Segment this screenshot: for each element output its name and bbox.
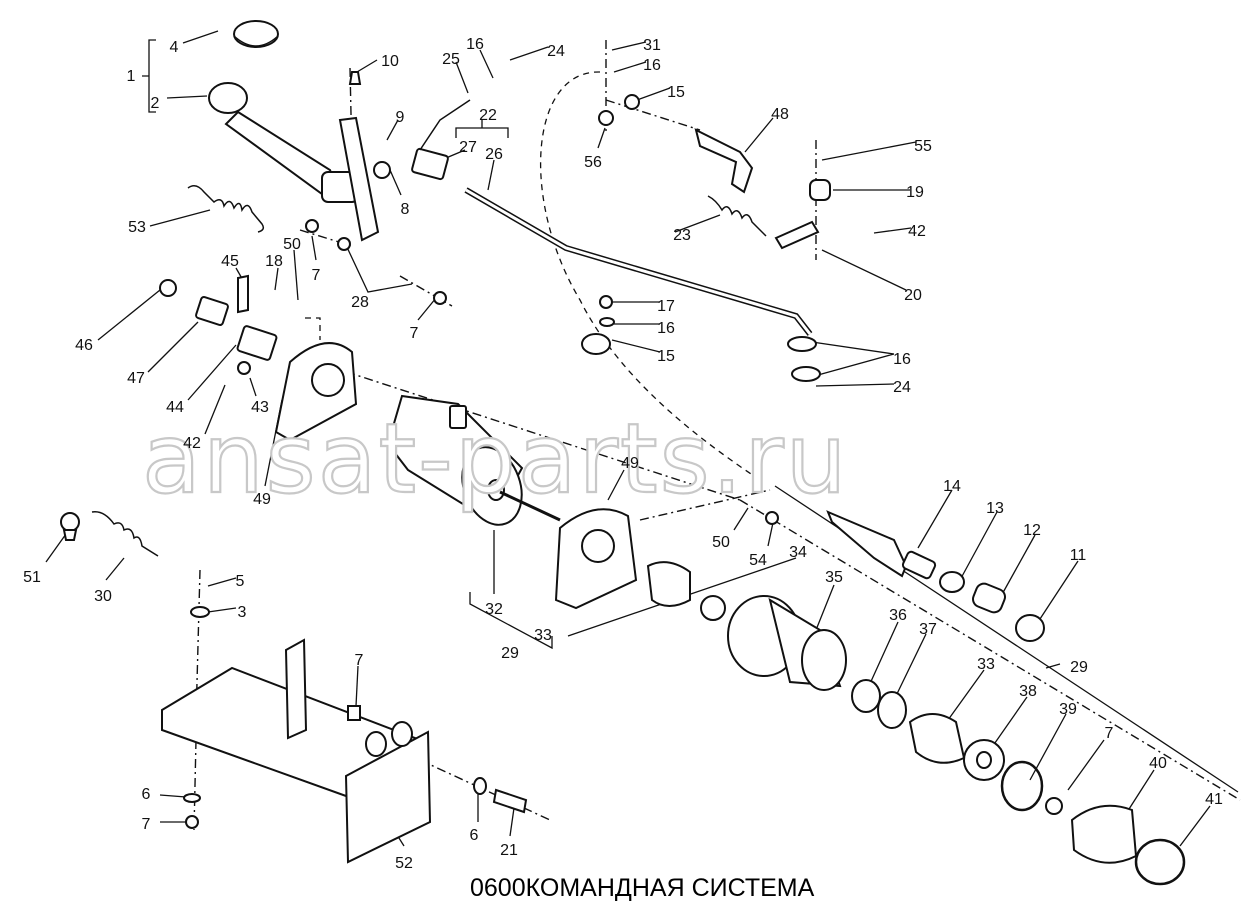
callout-c21: 21 (500, 842, 518, 859)
callout-c38: 38 (1019, 683, 1037, 700)
callout-c15a: 15 (667, 84, 685, 101)
callout-c3: 3 (238, 604, 247, 621)
callout-c16d: 16 (893, 351, 911, 368)
callout-c42a: 42 (908, 223, 926, 240)
callout-c29a: 29 (501, 645, 519, 662)
callout-c54: 54 (749, 552, 767, 569)
callout-c37: 37 (919, 621, 937, 638)
callout-c44: 44 (166, 399, 184, 416)
spring-part (187, 185, 265, 233)
swivel-part (809, 179, 831, 201)
callout-c24a: 24 (547, 43, 565, 60)
callout-c36: 36 (889, 607, 907, 624)
callout-c14: 14 (943, 478, 961, 495)
callout-c2: 2 (151, 95, 160, 112)
base-plate-part (161, 638, 432, 864)
callout-c41: 41 (1205, 791, 1223, 808)
callout-c16a: 16 (466, 36, 484, 53)
callout-c9: 9 (396, 109, 405, 126)
callout-c23: 23 (673, 227, 691, 244)
page-title: 0600КОМАНДНАЯ СИСТЕМА (470, 874, 814, 903)
control-lever-part (208, 82, 391, 242)
callout-c8: 8 (401, 201, 410, 218)
callout-c20: 20 (904, 287, 922, 304)
cylinder-housing-part (727, 595, 847, 691)
bolt-part (348, 71, 362, 85)
callout-c52: 52 (395, 855, 413, 872)
callout-c49a: 49 (253, 491, 271, 508)
callout-c35: 35 (825, 569, 843, 586)
callout-c39: 39 (1059, 701, 1077, 718)
callout-c25: 25 (442, 51, 460, 68)
section-code: 0600 (470, 874, 526, 902)
callout-c56: 56 (584, 154, 602, 171)
callout-c30: 30 (94, 588, 112, 605)
callout-c6a: 6 (142, 786, 151, 803)
callout-c47: 47 (127, 370, 145, 387)
knob-cap-part (233, 20, 279, 48)
callout-c51: 51 (23, 569, 41, 586)
callout-c33b: 33 (977, 656, 995, 673)
cable-end-part (694, 128, 754, 194)
section-title: КОМАНДНАЯ СИСТЕМА (525, 874, 815, 902)
actuator-motor-part (386, 394, 561, 526)
callout-c34: 34 (789, 544, 807, 561)
callout-c48: 48 (771, 106, 789, 123)
callout-c16b: 16 (643, 57, 661, 74)
callout-c55: 55 (914, 138, 932, 155)
callout-c7a: 7 (312, 267, 321, 284)
callout-c50a: 50 (283, 236, 301, 253)
callout-c26: 26 (485, 146, 503, 163)
callout-c12: 12 (1023, 522, 1041, 539)
callout-c32: 32 (485, 601, 503, 618)
parts (60, 20, 1186, 886)
callout-c22: 22 (479, 107, 497, 124)
callout-c5: 5 (236, 573, 245, 590)
callout-c29b: 29 (1070, 659, 1088, 676)
callout-c31: 31 (643, 37, 661, 54)
callout-c46: 46 (75, 337, 93, 354)
callout-c15b: 15 (657, 348, 675, 365)
callout-c27: 27 (459, 139, 477, 156)
callout-c45: 45 (221, 253, 239, 270)
callout-c24b: 24 (893, 379, 911, 396)
callout-c53: 53 (128, 219, 146, 236)
callout-c16c: 16 (657, 320, 675, 337)
callout-c17: 17 (657, 298, 675, 315)
callout-c43: 43 (251, 399, 269, 416)
callout-c7c: 7 (355, 652, 364, 669)
callout-c50b: 50 (712, 534, 730, 551)
callout-c18: 18 (265, 253, 283, 270)
callout-c33a: 33 (534, 627, 552, 644)
callout-c7e: 7 (142, 816, 151, 833)
yoke-part (411, 147, 449, 181)
callout-c4: 4 (170, 39, 179, 56)
callout-c42b: 42 (183, 435, 201, 452)
callout-c1: 1 (127, 68, 136, 85)
callout-c28: 28 (351, 294, 369, 311)
callout-c7d: 7 (1105, 725, 1114, 742)
callout-c7b: 7 (410, 325, 419, 342)
callout-c19: 19 (906, 184, 924, 201)
watermark-text: ansat-parts.ru (142, 403, 849, 515)
control-rod-part (464, 187, 813, 336)
callout-c6b: 6 (470, 827, 479, 844)
callout-c11: 11 (1070, 547, 1087, 564)
callout-c13: 13 (986, 500, 1004, 517)
callout-c40: 40 (1149, 755, 1167, 772)
callout-c49b: 49 (621, 455, 639, 472)
callout-c10: 10 (381, 53, 399, 70)
